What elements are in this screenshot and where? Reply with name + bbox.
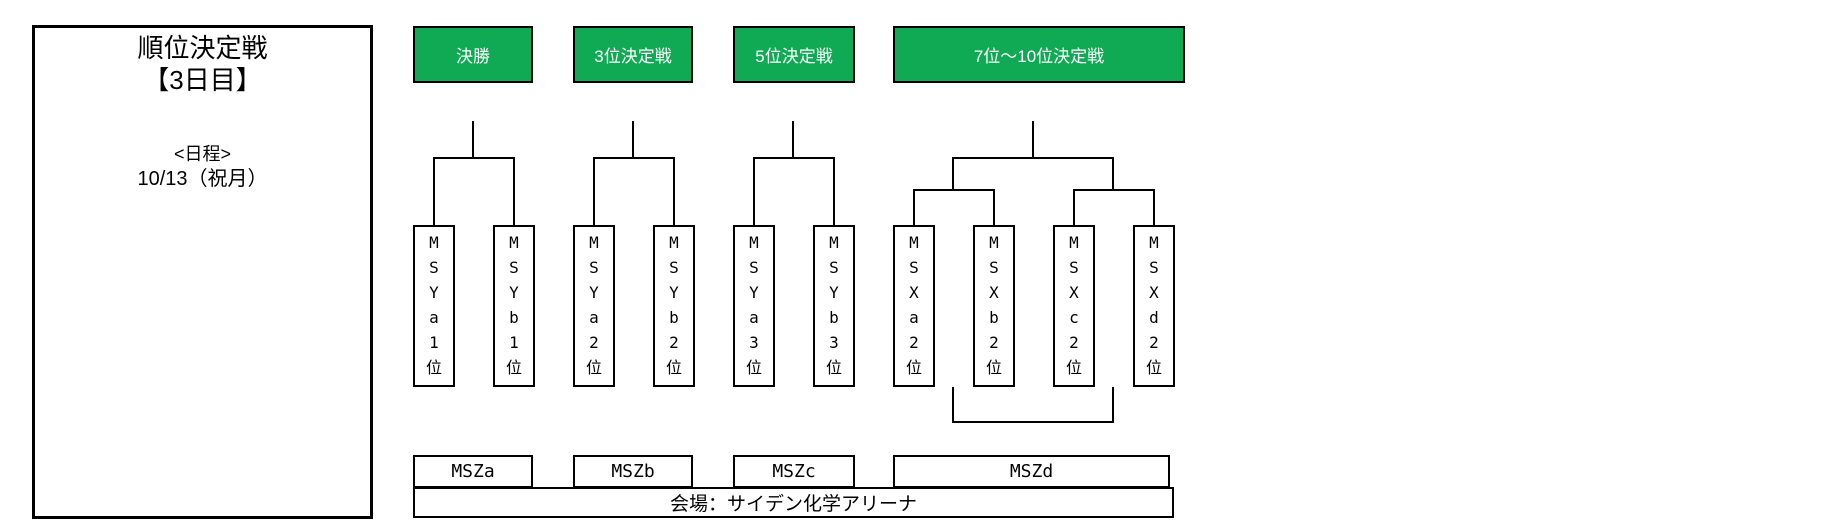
bracket-line [753, 157, 835, 159]
bracket-line [593, 157, 675, 159]
schedule-label: <日程> [173, 144, 232, 164]
bracket-line [472, 121, 474, 159]
bracket-line [833, 157, 835, 225]
day-label: 【3日目】 [143, 65, 262, 95]
bracket-line [753, 157, 755, 225]
slot-msyb1: M S Y b 1 位 [493, 225, 535, 387]
bracket-line [1073, 189, 1075, 225]
bracket-line [593, 157, 595, 225]
bracket-line [433, 157, 515, 159]
bracket-line [913, 189, 915, 225]
slot-msxa2: M S X a 2 位 [893, 225, 935, 387]
match-label-msza: MSZa [413, 455, 533, 488]
bracket-line [632, 121, 634, 159]
bracket-line [952, 387, 954, 423]
slot-msya2: M S Y a 2 位 [573, 225, 615, 387]
slot-msyb3: M S Y b 3 位 [813, 225, 855, 387]
bracket-line [993, 189, 995, 225]
slot-msya3: M S Y a 3 位 [733, 225, 775, 387]
bracket-line [433, 157, 435, 225]
match-label-mszd: MSZd [893, 455, 1170, 488]
bracket-line [1153, 189, 1155, 225]
bracket-line [952, 421, 1114, 423]
bracket-line [952, 157, 1114, 159]
info-panel: 順位決定戦 【3日目】 <日程> 10/13（祝月） [32, 25, 373, 519]
bracket-line [1112, 157, 1114, 191]
slot-msya1: M S Y a 1 位 [413, 225, 455, 387]
bracket-line [1032, 121, 1034, 159]
slot-msxc2: M S X c 2 位 [1053, 225, 1095, 387]
venue-bar: 会場：サイデン化学アリーナ [413, 487, 1174, 518]
bracket-line [513, 157, 515, 225]
slot-msyb2: M S Y b 2 位 [653, 225, 695, 387]
header-5th-place: 5位決定戦 [733, 26, 855, 83]
bracket-line [1112, 387, 1114, 423]
page-title: 順位決定戦 [137, 33, 268, 63]
schedule-date: 10/13（祝月） [137, 168, 268, 190]
header-7th-10th-place: 7位～10位決定戦 [893, 26, 1185, 83]
match-label-mszc: MSZc [733, 455, 855, 488]
header-final: 決勝 [413, 26, 533, 83]
bracket-line [1073, 189, 1155, 191]
slot-msxd2: M S X d 2 位 [1133, 225, 1175, 387]
bracket-line [913, 189, 995, 191]
slot-msxb2: M S X b 2 位 [973, 225, 1015, 387]
match-label-mszb: MSZb [573, 455, 693, 488]
bracket-line [673, 157, 675, 225]
bracket-line [952, 157, 954, 191]
header-3rd-place: 3位決定戦 [573, 26, 693, 83]
bracket-line [792, 121, 794, 159]
venue-label: 会場：サイデン化学アリーナ [669, 494, 917, 515]
